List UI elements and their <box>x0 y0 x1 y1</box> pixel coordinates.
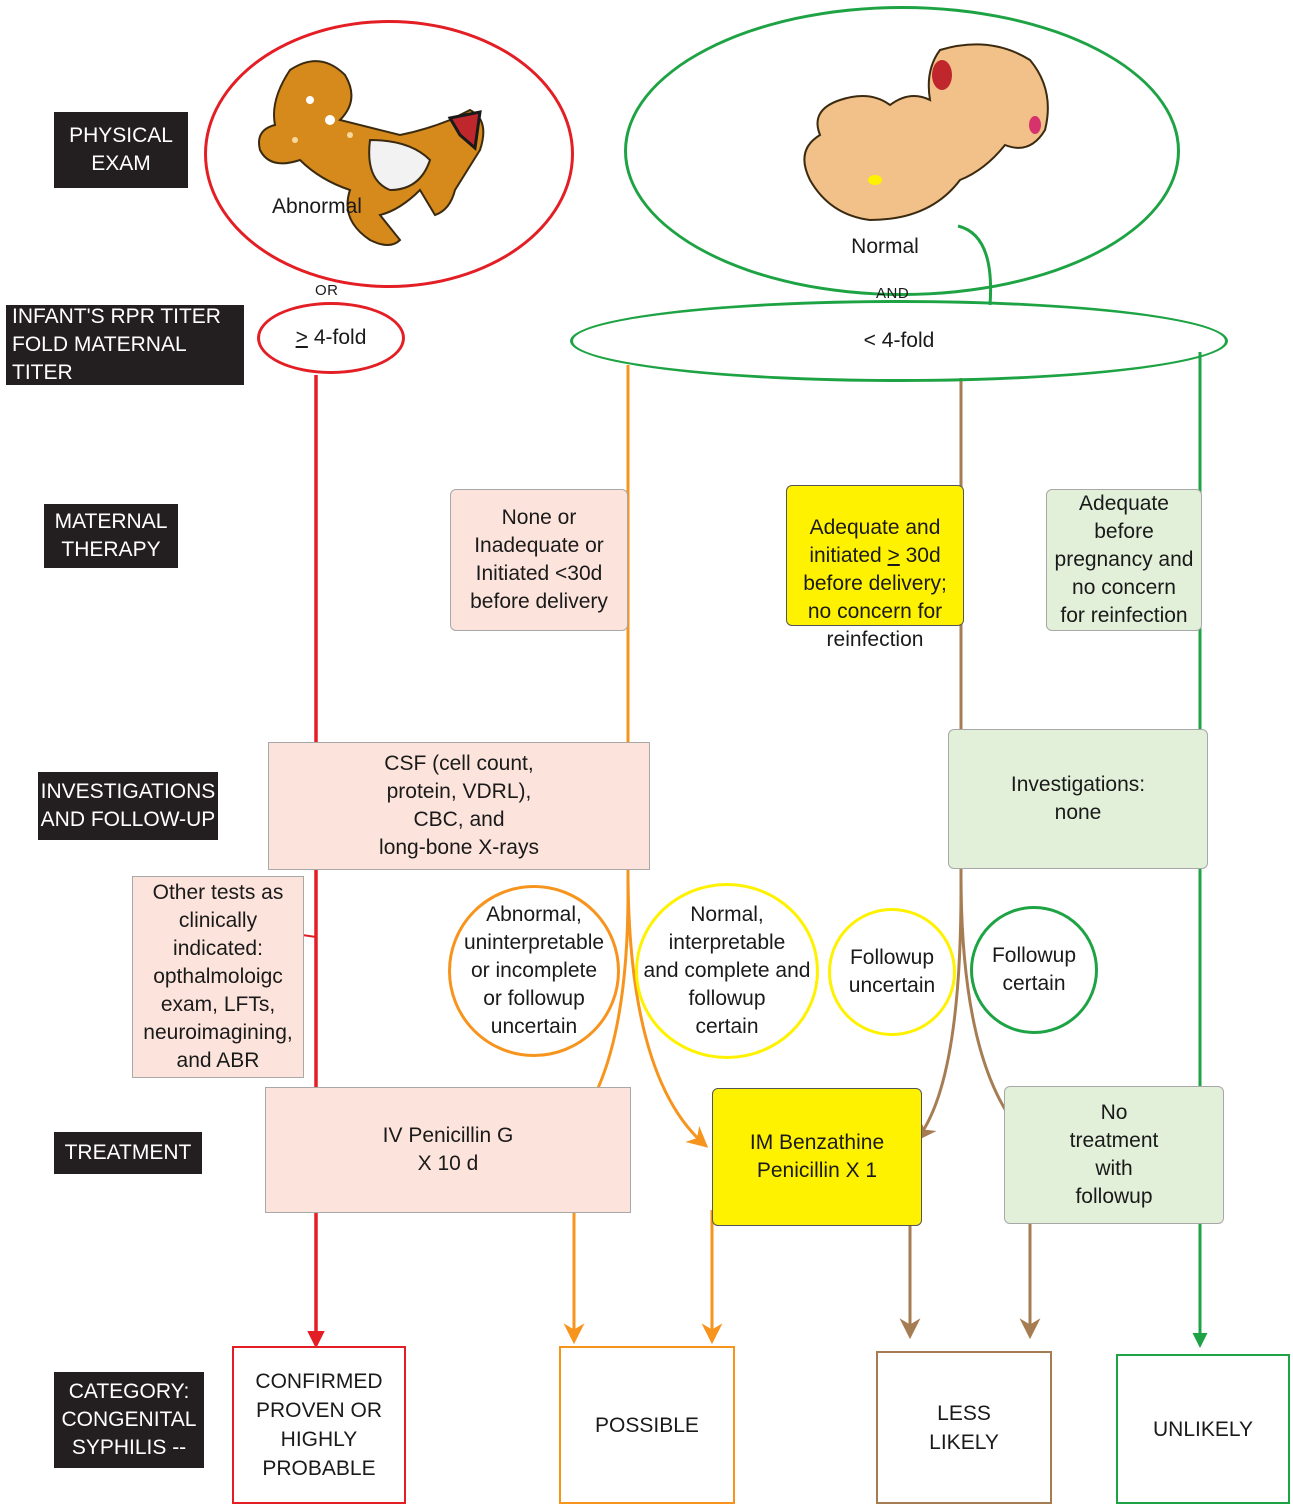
label-treatment: TREATMENT <box>54 1132 202 1174</box>
category-less-likely: LESS LIKELY <box>876 1351 1052 1504</box>
maternal-adequate-30d-pre: Adequate and initiated <box>809 516 941 567</box>
category-confirmed: CONFIRMED PROVEN OR HIGHLY PROBABLE <box>232 1346 406 1504</box>
treatment-iv-penicillin: IV Penicillin G X 10 d <box>265 1087 631 1213</box>
maternal-adequate-30d-post: 30d before delivery; no concern for rein… <box>803 544 947 651</box>
investigations-none: Investigations: none <box>948 729 1208 869</box>
titer-high-text: 4-fold <box>313 326 367 349</box>
abnormal-label: Abnormal <box>272 195 362 218</box>
normal-exam-ellipse <box>624 6 1180 296</box>
label-category: CATEGORY: CONGENITAL SYPHILIS -- <box>54 1372 204 1468</box>
maternal-adequate-30d: Adequate and initiated > 30d before deli… <box>786 485 964 651</box>
titer-low-ellipse: < 4-fold <box>570 300 1228 382</box>
result-followup-uncertain-circle: Followup uncertain <box>828 908 956 1036</box>
or-label: OR <box>315 282 339 299</box>
treatment-im-benzathine: IM Benzathine Penicillin X 1 <box>712 1088 922 1226</box>
maternal-none-inadequate: None or Inadequate or Initiated <30d bef… <box>450 489 628 631</box>
normal-label: Normal <box>851 235 919 258</box>
result-followup-certain-circle: Followup certain <box>970 906 1098 1034</box>
investigations-csf: CSF (cell count, protein, VDRL), CBC, an… <box>268 742 650 870</box>
abnormal-infant-illustration <box>258 60 485 246</box>
label-physical-exam: PHYSICAL EXAM <box>54 112 188 188</box>
label-rpr-titer: INFANT'S RPR TITER FOLD MATERNAL TITER <box>6 305 244 385</box>
result-normal-circle: Normal, interpretable and complete and f… <box>635 883 819 1059</box>
label-investigations: INVESTIGATIONS AND FOLLOW-UP <box>38 772 218 840</box>
orange-curve-right <box>626 879 709 1148</box>
category-unlikely: UNLIKELY <box>1116 1354 1290 1504</box>
abnormal-exam-ellipse <box>204 20 574 288</box>
normal-infant-illustration <box>803 43 1049 222</box>
maternal-adequate-before-pregnancy: Adequate before pregnancy and no concern… <box>1046 489 1202 631</box>
label-maternal-therapy: MATERNAL THERAPY <box>44 504 178 568</box>
and-label: AND <box>876 285 910 302</box>
titer-high-symbol: > <box>295 326 308 349</box>
treatment-none-followup: No treatment with followup <box>1004 1086 1224 1224</box>
titer-high-ellipse: > 4-fold <box>257 302 405 374</box>
maternal-adequate-30d-sym: > <box>887 544 900 567</box>
other-tests-box: Other tests as clinically indicated: opt… <box>132 876 304 1078</box>
result-abnormal-circle: Abnormal, uninterpretable or incomplete … <box>448 885 620 1057</box>
titer-low-text: < 4-fold <box>863 329 935 352</box>
category-possible: POSSIBLE <box>559 1346 735 1504</box>
brown-curve-left <box>915 879 963 1142</box>
